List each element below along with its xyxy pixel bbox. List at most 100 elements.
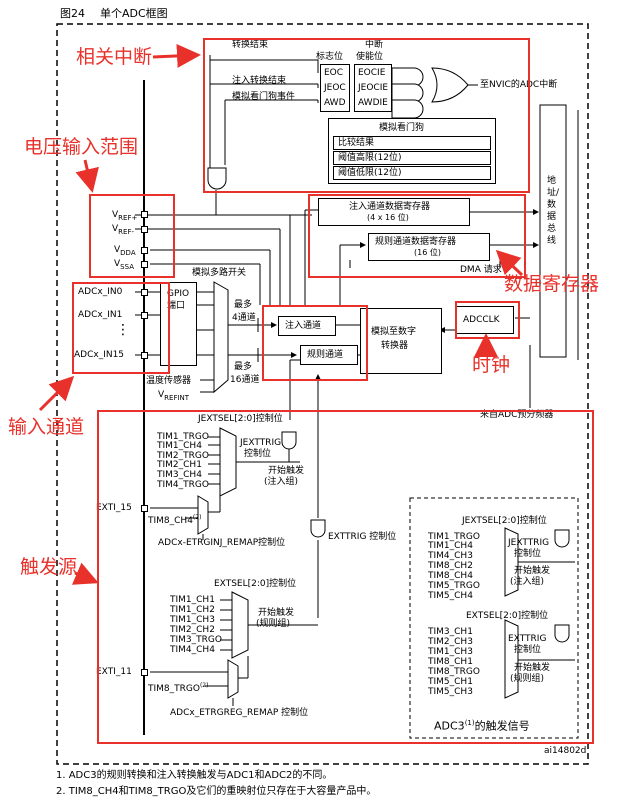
adc3-exttrig-2: 控制位	[514, 645, 542, 655]
nvic-output-label: 至NVIC的ADC中断	[480, 80, 558, 90]
pin-pad	[141, 312, 148, 319]
watchdog-title: 模拟看门狗	[379, 123, 425, 133]
pin-vdda: VDDA	[114, 245, 136, 258]
from-prescaler: 来自ADC预分频器	[480, 410, 554, 420]
annotation-registers: 数据寄存器	[504, 273, 600, 295]
jexttrig-1: JEXTTRIG	[240, 438, 282, 448]
temp-sensor: 温度传感器	[146, 376, 192, 386]
jexttrig-2: 控制位	[244, 449, 272, 459]
pin-vref-plus: VREF+	[112, 210, 137, 223]
channel-dots: ⋮	[116, 322, 130, 338]
pin-vref-minus-sub: REF-	[118, 227, 135, 236]
inputs-highlight	[72, 282, 170, 374]
analog-watchdog: 模拟看门狗 比较结果 阈值高限(12位) 阈值低限(12位)	[328, 118, 496, 184]
adc3-inj-start-2: (注入组)	[510, 577, 545, 587]
gpio-port-label: 端口	[167, 301, 186, 311]
etrginj-remap: ADCx-ETRGINJ_REMAP控制位	[158, 538, 286, 548]
enable-label-2: 使能位	[356, 52, 384, 62]
adc3-reg-1: TIM3_CH1	[428, 627, 473, 637]
flag-register: EOC JEOC AWD	[320, 64, 350, 112]
extsel-label: EXTSEL[2:0]控制位	[214, 579, 297, 589]
watchdog-compare: 比较结果	[333, 136, 491, 150]
adc3-jextsel: JEXTSEL[2:0]控制位	[462, 516, 547, 526]
adc3-inj-6: TIM5_TRGO	[428, 581, 480, 591]
tim8-trgo-label: TIM8_TRGO	[148, 684, 200, 694]
injected-data-register-label: 注入通道数据寄存器	[349, 202, 431, 212]
flag-jeoc: JEOC	[324, 83, 346, 93]
jextsel-label: JEXTSEL[2:0]控制位	[198, 414, 283, 424]
adc3-reg-6: TIM5_CH1	[428, 677, 473, 687]
adc3-reg-5: TIM8_TRGO	[428, 667, 480, 677]
adc3-inj-3: TIM4_CH3	[428, 551, 473, 561]
upto-4-bottom: 4通道	[232, 313, 256, 323]
enable-jeocie: JEOCIE	[358, 83, 389, 93]
adc3-inj-start-1: 开始触发	[514, 566, 551, 576]
footnote-2: 2. TIM8_CH4和TIM8_TRGO及它们的重映射位只存在于大容量产品中。	[56, 786, 377, 797]
adc3-caption-post: 的触发信号	[474, 719, 530, 733]
vrefint-main: V	[158, 390, 165, 400]
vrefint-sub: REFINT	[164, 393, 190, 402]
watchdog-low-label: 阈值低限(12位)	[338, 168, 402, 178]
interrupt-signal-awd: 模拟看门狗事件	[232, 92, 296, 102]
gpio-port: GPIO 端口	[160, 282, 197, 366]
registers-highlight	[308, 194, 526, 278]
enable-eocie: EOCIE	[358, 68, 386, 78]
regular-data-register: 规则通道数据寄存器 (16 位)	[368, 233, 490, 261]
flag-label: 标志位	[316, 52, 344, 62]
reg-source-6: TIM4_CH4	[170, 645, 215, 655]
adc3-jexttrig-1: JEXTTRIG	[508, 538, 550, 548]
adc-converter: 模拟至数字 转换器	[360, 308, 442, 374]
enable-awdie: AWDIE	[358, 98, 388, 108]
channel-group-highlight	[262, 305, 368, 381]
flag-eoc: EOC	[324, 68, 344, 78]
converter-label-2: 转换器	[381, 341, 409, 351]
etrgreg-remap: ADCx_ETRGREG_REMAP 控制位	[170, 708, 309, 718]
vrefint: VREFINT	[158, 390, 189, 403]
watchdog-low: 阈值低限(12位)	[333, 166, 491, 180]
channel-in15: ADCx_IN15	[74, 350, 125, 360]
adcclk-label: ADCCLK	[463, 315, 500, 325]
clock-highlight	[455, 301, 520, 339]
reg-start-1: 开始触发	[258, 608, 295, 618]
adc3-caption-sup: (1)	[464, 719, 475, 727]
address-data-bus-label: 地址/数据总线	[547, 176, 560, 246]
tim8-ch4: TIM8_CH4(2)	[148, 513, 201, 526]
adc3-inj-2: TIM1_CH4	[428, 541, 473, 551]
pin-pad	[141, 505, 148, 512]
pin-vssa-main: V	[114, 259, 121, 269]
pin-pad	[141, 669, 148, 676]
figure-label: 图24	[60, 7, 85, 20]
pin-pad	[141, 247, 148, 254]
inj-source-2: TIM1_CH4	[157, 441, 202, 451]
pin-pad	[141, 211, 148, 218]
adc3-inj-4: TIM8_CH2	[428, 561, 473, 571]
voltage-highlight	[89, 194, 175, 278]
tim8-trgo: TIM8_TRGO(2)	[148, 681, 208, 694]
pin-vref-plus-main: V	[112, 210, 119, 220]
pin-vref-minus: VREF-	[112, 224, 134, 237]
regular-channel-label: 规则通道	[307, 350, 344, 360]
gpio-label: GPIO	[167, 289, 190, 299]
adc3-jexttrig-2: 控制位	[514, 549, 542, 559]
adc3-reg-4: TIM8_CH1	[428, 657, 473, 667]
pin-pad	[141, 289, 148, 296]
interrupt-highlight	[203, 38, 530, 193]
reg-source-3: TIM1_CH3	[170, 615, 215, 625]
exttrig-label: EXTTRIG 控制位	[328, 532, 397, 542]
inj-source-5: TIM3_CH4	[157, 470, 202, 480]
annotation-clock: 时钟	[472, 354, 511, 376]
adc3-inj-7: TIM5_CH4	[428, 591, 473, 601]
inj-source-3: TIM2_TRGO	[157, 451, 209, 461]
pin-vdda-main: V	[114, 245, 121, 255]
adc3-extsel: EXTSEL[2:0]控制位	[466, 611, 549, 621]
tim8-ch4-sup: (2)	[192, 514, 202, 521]
figure-id: ai14802d	[544, 746, 587, 756]
channel-in1: ADCx_IN1	[78, 310, 123, 320]
adc3-caption: ADC3(1)的触发信号	[434, 718, 530, 732]
flag-awd: AWD	[324, 98, 346, 108]
watchdog-compare-label: 比较结果	[338, 138, 375, 148]
adc3-reg-2: TIM2_CH3	[428, 637, 473, 647]
exti-15: EXTI_15	[96, 503, 132, 513]
reg-source-4: TIM2_CH2	[170, 625, 215, 635]
